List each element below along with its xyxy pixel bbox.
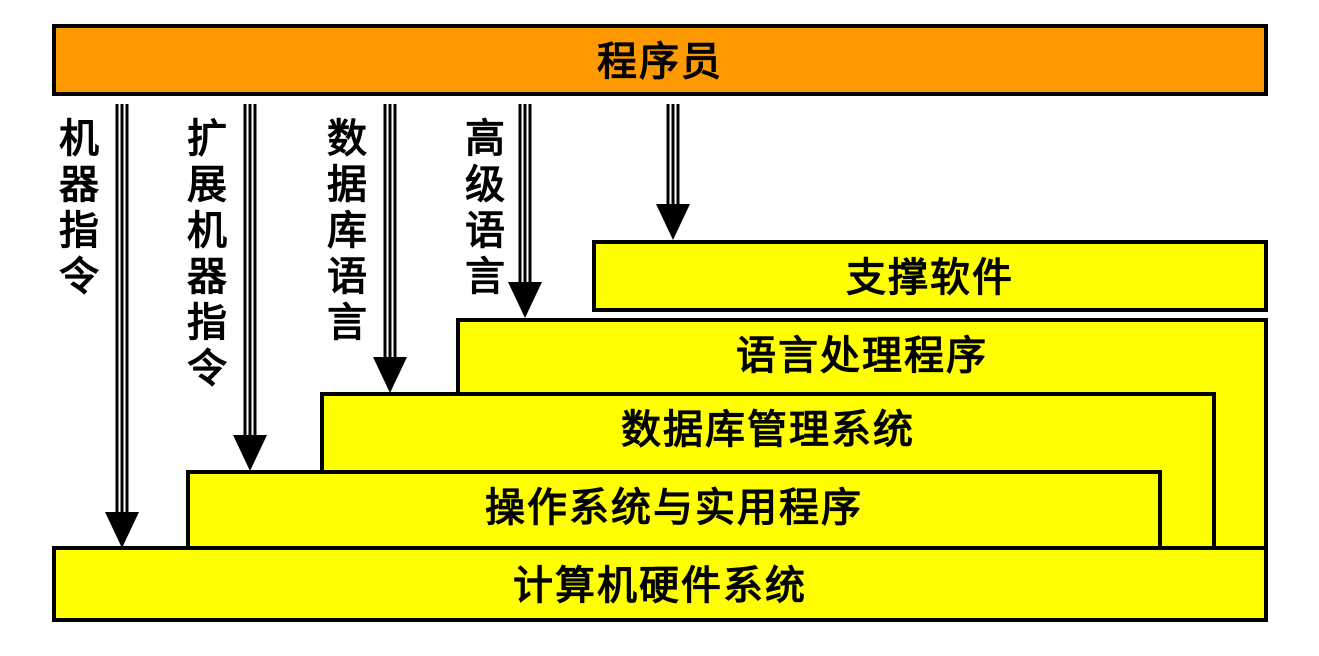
arrow-extended-instructions — [233, 104, 267, 471]
hardware-label: 计算机硬件系统 — [513, 563, 807, 609]
support-software-label: 支撑软件 — [846, 255, 1014, 301]
language-processor-label: 语言处理程序 — [736, 333, 988, 379]
os-utilities-box: 操作系统与实用程序 — [186, 470, 1162, 552]
high-level-language-label: 高级语言 — [465, 116, 505, 300]
database-language-label: 数据库语言 — [327, 116, 367, 346]
arrow-support-software — [656, 104, 690, 240]
arrow-machine-instructions — [105, 104, 139, 548]
os-utilities-label: 操作系统与实用程序 — [485, 485, 863, 531]
machine-instructions-label: 机器指令 — [59, 116, 99, 300]
programmer-box: 程序员 — [52, 24, 1268, 96]
arrow-high-level-language — [508, 104, 542, 318]
hardware-box: 计算机硬件系统 — [52, 546, 1268, 622]
dbms-label: 数据库管理系统 — [621, 407, 915, 453]
support-software-box: 支撑软件 — [592, 240, 1268, 312]
extended-instructions-label: 扩展机器指令 — [187, 116, 227, 392]
arrow-database-language — [373, 104, 407, 393]
programmer-label: 程序员 — [597, 39, 723, 85]
